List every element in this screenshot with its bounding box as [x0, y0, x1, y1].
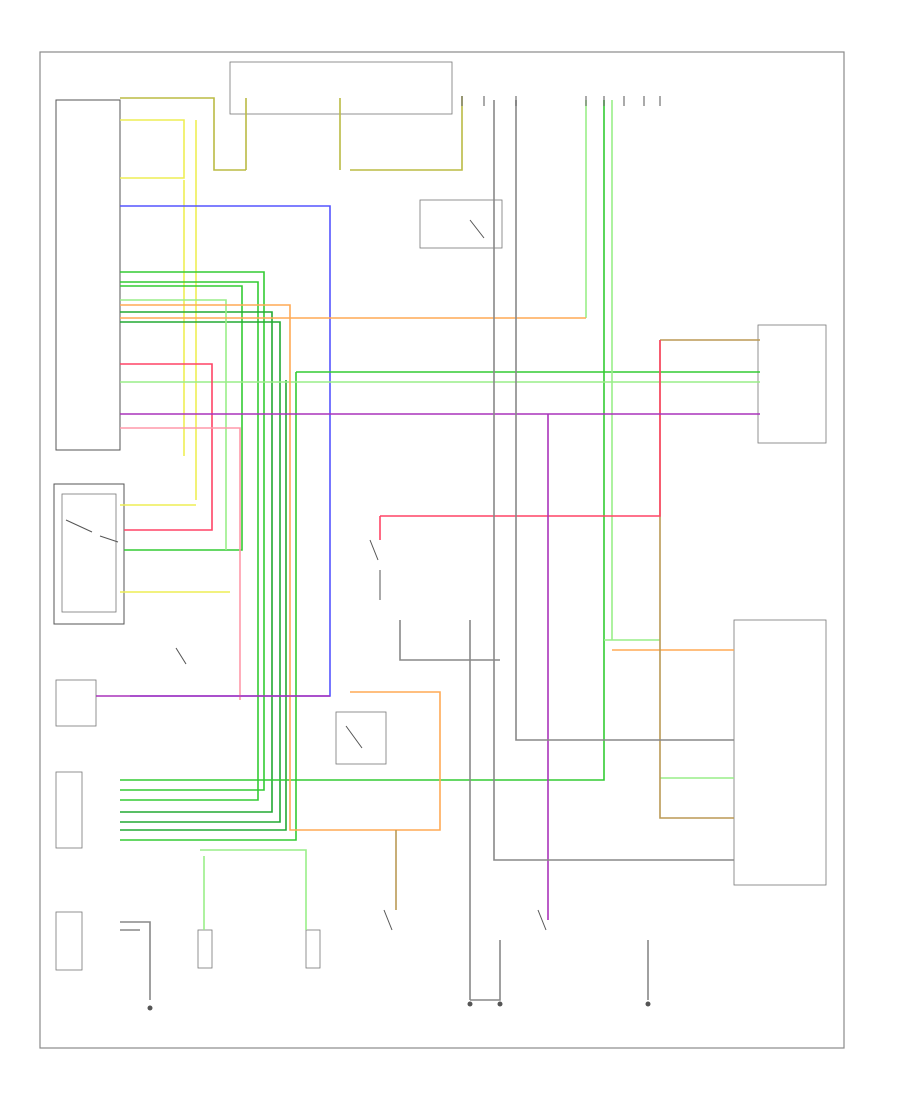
wire-olive-fuse [245, 96, 463, 171]
relay-box [53, 483, 125, 625]
wire-pink-1 [120, 427, 241, 700]
wire-tan-2 [659, 339, 760, 819]
grounds [147, 1001, 651, 1011]
pressure-switch-contact [469, 219, 485, 239]
ground-mid-a [467, 1001, 473, 1007]
diagram-frame [39, 51, 845, 1049]
component-outlines [53, 61, 827, 971]
wire-tan-1 [120, 304, 441, 831]
pressure-switch-box [419, 199, 503, 249]
fuse-connector-ticks [461, 96, 661, 106]
wire-yellow-b [183, 120, 197, 500]
instrument-cluster-box [733, 619, 827, 886]
wires [96, 96, 760, 1001]
thermo-switch-1 [369, 539, 381, 600]
thermo-switch-3 [537, 909, 547, 931]
ground-mid-b [497, 1001, 503, 1007]
switches [65, 219, 547, 931]
wire-green-5 [120, 321, 281, 823]
wire-yellow-a [120, 119, 185, 179]
ground-left [147, 1005, 153, 1011]
fan-relay-contact [175, 647, 187, 665]
wire-gray-3 [399, 620, 500, 661]
thermo-switch-2 [383, 909, 393, 931]
wire-green-4 [120, 311, 273, 813]
relay-inner-box [61, 493, 117, 613]
wire-green-6 [120, 380, 287, 831]
wire-red-2 [380, 340, 661, 517]
fan-resistor-box [335, 711, 387, 765]
wire-red-1 [120, 363, 213, 531]
wire-green-7 [120, 371, 760, 841]
resistor-symbol [345, 725, 363, 749]
sensor-box [55, 911, 83, 971]
wire-gray-5 [120, 921, 151, 1000]
engine-ecu-box [757, 324, 827, 444]
wire-olive-top [120, 97, 246, 171]
wire-blue-a [120, 205, 331, 697]
ground-right [645, 1001, 651, 1007]
wire-green-2 [120, 281, 259, 801]
wire-lightgreen-3 [120, 299, 227, 550]
wire-green-1 [120, 271, 265, 791]
wire-gray-2 [515, 100, 734, 741]
control-panel-box [55, 99, 121, 451]
wire-lightgreen-4 [604, 100, 660, 641]
wire-green-3 [120, 285, 243, 551]
wire-gray-1 [493, 100, 734, 861]
wire-green-8 [120, 100, 605, 781]
heater-relay-box [55, 679, 97, 727]
fuse-block-outline [229, 61, 453, 115]
blower-box [55, 771, 83, 849]
fan-motor-left [197, 929, 213, 969]
wire-gray-7 [470, 940, 501, 1001]
relay-contact [65, 519, 119, 543]
fan-motor-right [305, 929, 321, 969]
wire-lightgreen-5 [200, 849, 307, 930]
